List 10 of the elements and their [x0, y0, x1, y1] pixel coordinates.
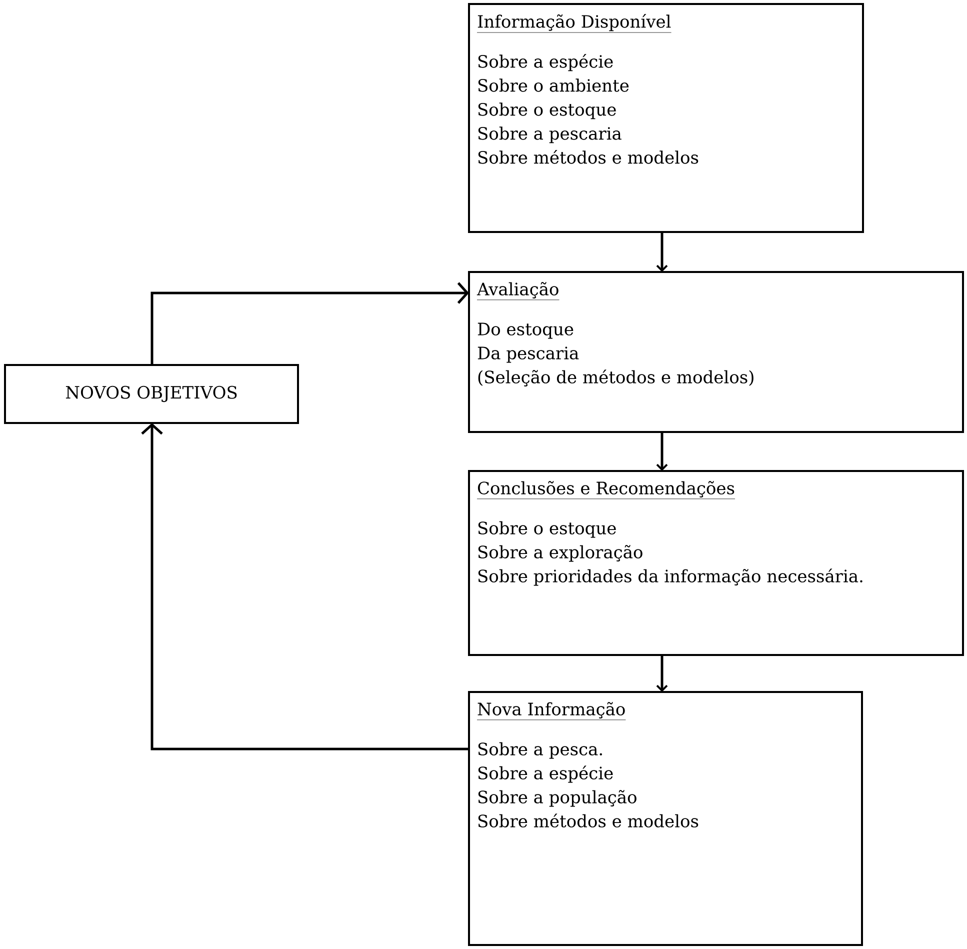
- arrow: [656, 432, 668, 471]
- arrow: [150, 282, 469, 365]
- arrow: [141, 423, 469, 750]
- process-box: Conclusões e Recomendações Sobre o estoque Sobre a exploração Sobre prioridades da informação necessária.: [468, 470, 964, 656]
- process-box: NOVOS OBJETIVOS: [4, 364, 299, 424]
- process-box: Avaliação Do estoque Da pescaria (Seleção de métodos e modelos): [468, 271, 964, 433]
- arrow: [656, 655, 668, 692]
- process-box: Informação Disponível Sobre a espécie Sobre o ambiente Sobre o estoque Sobre a pescaria Sobre métodos e modelos: [468, 3, 864, 233]
- arrow: [656, 232, 668, 272]
- process-box: Nova Informação Sobre a pesca. Sobre a espécie Sobre a população Sobre métodos e modelos: [468, 691, 863, 946]
